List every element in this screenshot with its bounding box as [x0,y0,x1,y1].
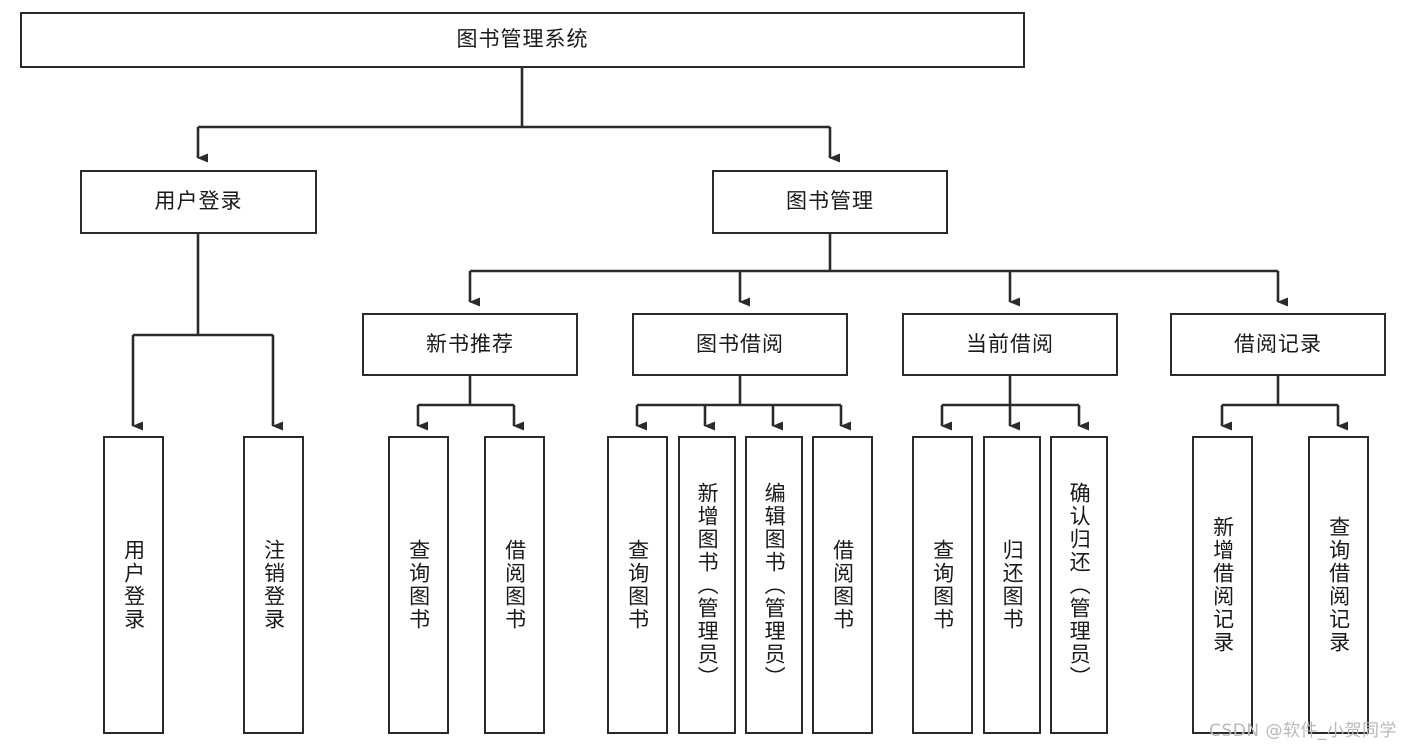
leaf-bb-add-book-admin[interactable]: 新增图书（管理员） [678,436,736,734]
leaf-cb-confirm-return-admin[interactable]: 确认归还（管理员） [1050,436,1108,734]
leaf-nb-borrow-book-label: 借阅图书 [502,539,527,631]
leaf-cb-query-book-label: 查询图书 [930,539,955,631]
leaf-nb-query-book[interactable]: 查询图书 [388,436,449,734]
node-user-login-label: 用户登录 [154,189,243,214]
leaf-bb-borrow-book-label: 借阅图书 [830,539,855,631]
leaf-cb-return-book[interactable]: 归还图书 [983,436,1041,734]
leaf-cb-query-book[interactable]: 查询图书 [912,436,973,734]
leaf-bb-edit-book-admin[interactable]: 编辑图书（管理员） [745,436,803,734]
edges-book-mgmt [468,234,1288,307]
edges-current-borrow [940,376,1089,431]
node-borrow-records-label: 借阅记录 [1234,331,1322,356]
node-new-book-recommend[interactable]: 新书推荐 [362,313,578,376]
leaf-br-query-record[interactable]: 查询借阅记录 [1308,436,1369,734]
node-book-management-label: 图书管理 [786,189,874,214]
edges-book-borrow [635,376,851,431]
edges-root [196,68,840,163]
edges-borrow-records [1220,376,1348,431]
leaf-user-login[interactable]: 用户登录 [103,436,164,734]
leaf-nb-query-book-label: 查询图书 [406,539,431,631]
leaf-logout-label: 注销登录 [261,539,286,631]
node-root-system-label: 图书管理系统 [456,27,589,52]
leaf-user-login-label: 用户登录 [121,539,146,631]
node-user-login[interactable]: 用户登录 [80,170,317,234]
node-new-book-recommend-label: 新书推荐 [426,331,514,356]
edges-new-book [416,376,524,431]
leaf-nb-borrow-book[interactable]: 借阅图书 [484,436,545,734]
node-book-borrow-label: 图书借阅 [696,331,784,356]
node-book-management[interactable]: 图书管理 [712,170,948,234]
edges-user-login [131,234,283,431]
node-root-system[interactable]: 图书管理系统 [20,12,1025,68]
leaf-br-add-record[interactable]: 新增借阅记录 [1192,436,1253,734]
leaf-br-add-record-label: 新增借阅记录 [1210,516,1235,654]
node-current-borrow[interactable]: 当前借阅 [902,313,1118,376]
leaf-bb-query-book[interactable]: 查询图书 [607,436,668,734]
leaf-br-query-record-label: 查询借阅记录 [1326,516,1351,654]
node-book-borrow[interactable]: 图书借阅 [632,313,848,376]
leaf-cb-return-book-label: 归还图书 [1000,539,1025,631]
node-borrow-records[interactable]: 借阅记录 [1170,313,1386,376]
leaf-logout[interactable]: 注销登录 [243,436,304,734]
node-current-borrow-label: 当前借阅 [966,331,1054,356]
leaf-bb-edit-book-admin-label: 编辑图书（管理员） [762,481,787,689]
leaf-cb-confirm-return-admin-label: 确认归还（管理员） [1067,481,1092,689]
leaf-bb-borrow-book[interactable]: 借阅图书 [812,436,873,734]
leaf-bb-query-book-label: 查询图书 [625,539,650,631]
leaf-bb-add-book-admin-label: 新增图书（管理员） [695,481,720,689]
